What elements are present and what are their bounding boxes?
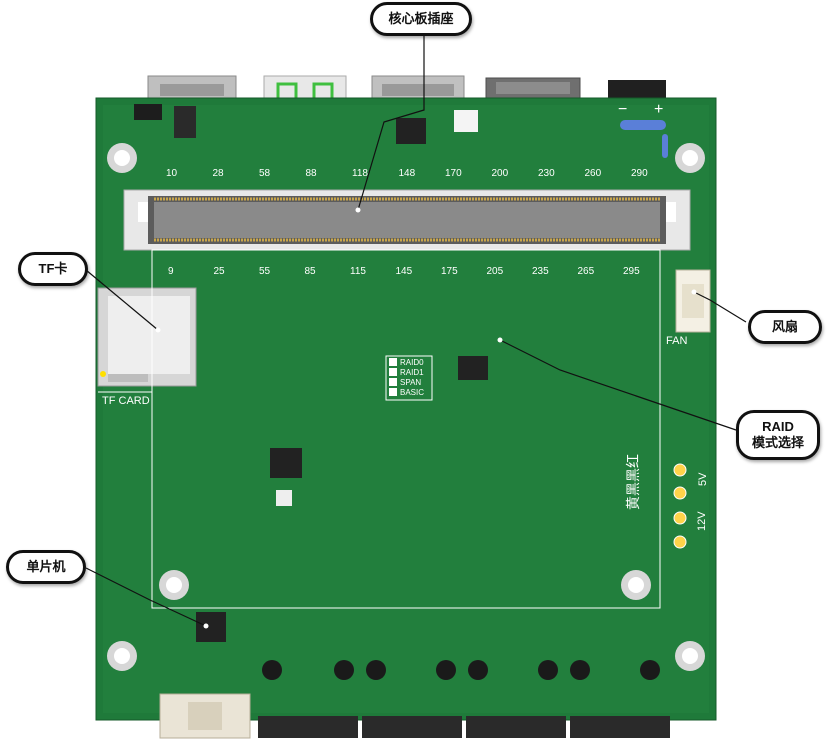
pin-number: 290 [631, 168, 648, 179]
pin-number: 85 [305, 266, 317, 277]
plus-sign: + [654, 101, 663, 118]
chip-u15 [196, 612, 226, 642]
callout-leaders [85, 36, 747, 627]
fan-silk-label: FAN [666, 335, 687, 347]
callout-mcu: 单片机 [6, 550, 86, 584]
minus-sign: − [618, 101, 627, 118]
top-connectors [147, 75, 666, 102]
pin-number: 295 [623, 266, 640, 277]
pin-number: 28 [213, 168, 225, 179]
pin-number: 115 [350, 266, 366, 277]
pin-number: 175 [441, 266, 458, 277]
fan-connector [675, 269, 711, 333]
pin-number: 118 [352, 168, 368, 179]
pin-number: 200 [492, 168, 509, 179]
pin-number: 205 [487, 266, 504, 277]
chip-u9 [458, 356, 488, 380]
pin-number: 260 [585, 168, 602, 179]
callout-fan: 风扇 [748, 310, 822, 344]
chip-u10 [270, 448, 302, 478]
crystal-x4 [276, 490, 292, 506]
pin-number: 10 [166, 168, 178, 179]
v5-label: 5V [697, 472, 709, 486]
pin-number: 9 [168, 266, 174, 277]
pin-number: 145 [396, 266, 413, 277]
pin-number: 148 [399, 168, 416, 179]
mounting-holes [107, 143, 705, 671]
bottom-connectors [159, 660, 670, 739]
led-colors-label: 黄黑黑红 [625, 454, 641, 510]
chip-u12 [396, 118, 426, 144]
pin-number: 265 [578, 266, 595, 277]
core-area-outline [151, 249, 661, 609]
callout-tf-card: TF卡 [18, 252, 88, 286]
pin-numbers-bottom: 9 25 55 85 115 145 175 205 235 265 295 [168, 266, 640, 277]
fuse-f2 [454, 110, 478, 132]
pin-number: 58 [259, 168, 271, 179]
callout-raid-mode-select: RAID 模式选择 [736, 410, 820, 460]
raid-option-1: RAID1 [400, 368, 424, 377]
power-jumper-v [662, 134, 668, 158]
pin-number: 170 [445, 168, 462, 179]
pin-number: 88 [306, 168, 318, 179]
pin-number: 55 [259, 266, 271, 277]
core-board-socket [123, 189, 691, 251]
raid-switch: RAID0 RAID1 SPAN BASIC [385, 355, 433, 401]
led-indicators [673, 463, 687, 549]
tf-card-slot [97, 287, 197, 387]
v12-label: 12V [696, 511, 708, 531]
callout-core-board-socket: 核心板插座 [370, 2, 472, 36]
power-jumper [620, 120, 666, 130]
tf-card-silk-label: TF CARD [102, 395, 150, 407]
pin-number: 235 [532, 266, 549, 277]
raid-option-2: SPAN [400, 378, 421, 387]
pin-number: 25 [214, 266, 226, 277]
pin-numbers-top: 10 28 58 88 118 148 170 200 230 260 290 [166, 168, 648, 179]
pin-number: 230 [538, 168, 555, 179]
fuse-f1 [174, 106, 196, 138]
diode-d4 [134, 104, 162, 120]
raid-option-0: RAID0 [400, 358, 424, 367]
raid-option-3: BASIC [400, 388, 424, 397]
